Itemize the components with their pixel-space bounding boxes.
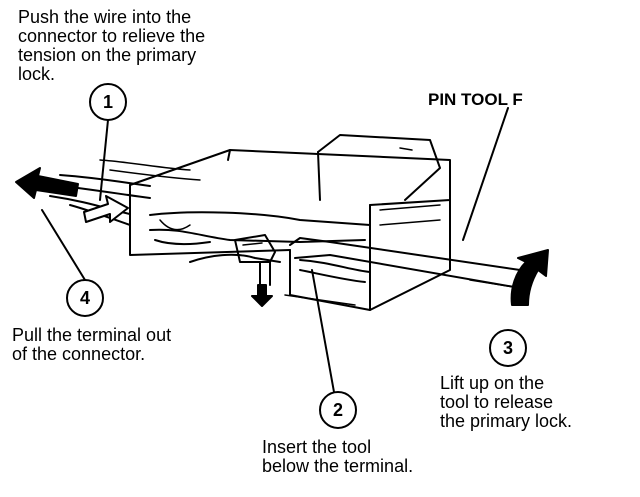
callout-number-4: 4: [80, 288, 90, 308]
pin-tool: [289, 237, 521, 289]
callout-number-3: 3: [503, 338, 513, 358]
callout-text-2: Insert the tool below the terminal.: [262, 437, 414, 476]
tool-label: PIN TOOL F: [428, 90, 523, 109]
callout-circle-2: [319, 391, 357, 429]
leader-lines: [41, 107, 509, 393]
callout-number-2: 2: [333, 400, 343, 420]
callout-circle-1: [89, 83, 127, 121]
callout-circle-3: [489, 329, 527, 367]
lift-arrow: [510, 249, 549, 306]
callout-circles: [66, 83, 527, 429]
pull-arrow: [15, 167, 79, 199]
callout-text-3: Lift up on the tool to release the prima…: [440, 373, 573, 431]
callout-circle-4: [66, 279, 104, 317]
connector-housing: [129, 134, 451, 311]
down-arrow: [251, 284, 273, 307]
callout-number-1: 1: [103, 92, 113, 112]
callout-text-4: Pull the terminal out of the connector.: [12, 325, 172, 364]
motion-arrows: [15, 167, 549, 307]
push-arrow: [83, 195, 129, 223]
callout-text-1: Push the wire into the connector to reli…: [18, 7, 206, 84]
